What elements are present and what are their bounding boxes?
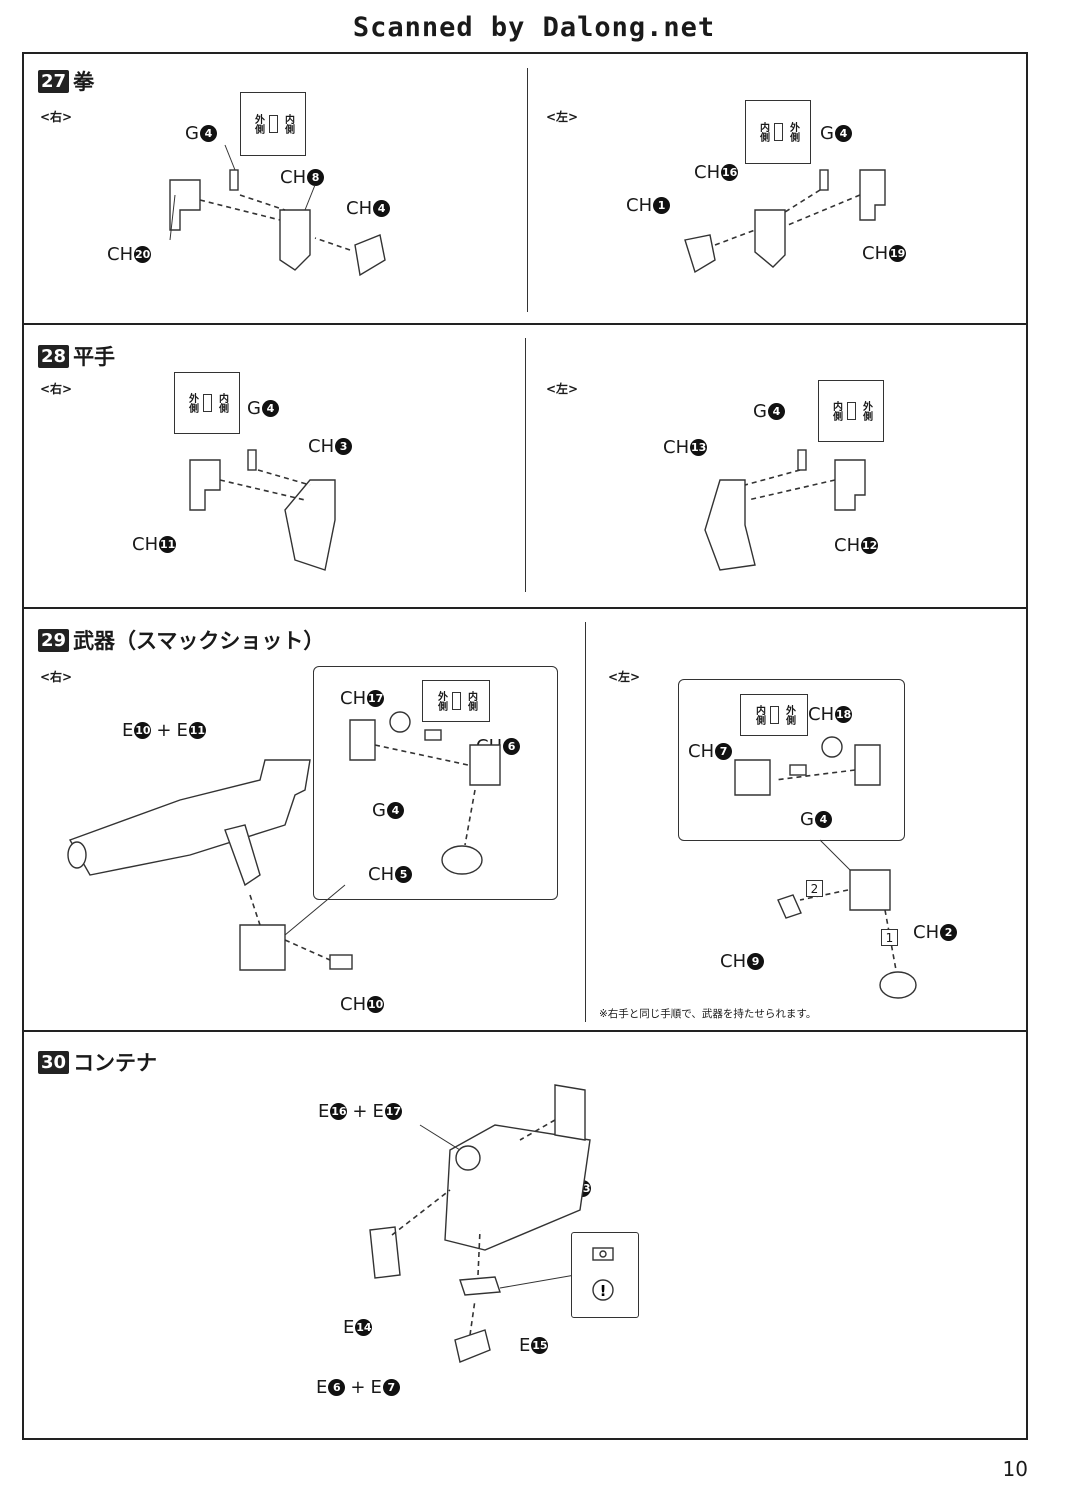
order-number: 1 <box>881 929 898 946</box>
fist-right-assembly <box>169 144 386 277</box>
order-number: 2 <box>806 880 823 897</box>
page-number: 10 <box>1002 1457 1028 1481</box>
open-hand-left-assembly <box>704 449 866 571</box>
divider <box>585 622 586 1022</box>
divider <box>525 338 526 592</box>
grip-assembly-installed <box>239 884 353 971</box>
peg-icon <box>846 402 856 420</box>
divider <box>527 68 528 312</box>
fist-left-assembly <box>684 169 886 274</box>
grip-assembly-left-installed <box>777 839 917 999</box>
orientation-key: 外側内側 <box>174 372 240 434</box>
side-label: <左> <box>608 670 641 684</box>
container-assembly <box>369 1084 591 1363</box>
side-label: <左> <box>546 382 579 396</box>
grip-assembly-right <box>349 711 501 875</box>
orientation-key: 外側内側 <box>422 680 490 722</box>
peg-icon <box>773 123 783 141</box>
note-text: ※右手と同じ手順で、武器を持たせられます。 <box>599 1008 817 1020</box>
orientation-key: 内側外側 <box>818 380 884 442</box>
shotgun-weapon <box>67 759 311 887</box>
divider <box>22 1030 1028 1032</box>
grip-assembly-left <box>734 736 881 796</box>
peg-icon <box>451 692 461 710</box>
side-label: <右> <box>40 382 73 396</box>
caution-detail: ! <box>592 1247 614 1301</box>
peg-icon <box>202 394 212 412</box>
side-label: <左> <box>546 110 579 124</box>
peg-icon <box>769 706 779 724</box>
orientation-key: 内側外側 <box>745 100 811 164</box>
detail-callout <box>571 1232 639 1318</box>
scan-credit: Scanned by Dalong.net <box>352 12 716 43</box>
divider <box>22 323 1028 325</box>
warning-icon: ! <box>600 1282 607 1300</box>
side-label: <右> <box>40 670 73 684</box>
instruction-frame <box>22 52 1028 1440</box>
peg-icon <box>268 115 278 133</box>
divider <box>22 607 1028 609</box>
side-label: <右> <box>40 110 73 124</box>
orientation-key: 外側内側 <box>240 92 306 156</box>
orientation-key: 内側外側 <box>740 694 808 736</box>
open-hand-right-assembly <box>189 449 336 571</box>
